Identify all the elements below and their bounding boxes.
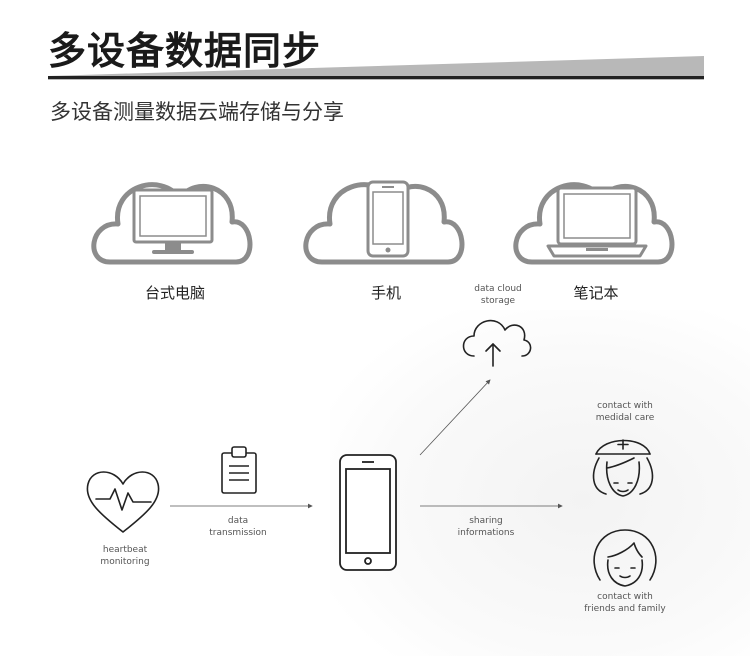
medical-line-2: medidal care <box>595 413 655 423</box>
transmission-label: data transmission <box>193 515 283 539</box>
sharing-line-2: informations <box>457 528 515 538</box>
device-label-desktop: 台式电脑 <box>144 284 205 302</box>
transmission-line-2: transmission <box>209 528 267 538</box>
cloud-upload-icon <box>462 319 532 367</box>
laptop-cloud-icon <box>513 182 675 265</box>
heart-pulse-icon <box>86 471 160 533</box>
laptop-icon <box>546 186 648 258</box>
cloud-storage-label: data cloud storage <box>453 283 543 307</box>
desktop-icon <box>132 188 214 254</box>
sharing-label: sharing informations <box>441 515 531 539</box>
transmission-line-1: data <box>227 516 249 526</box>
family-line-2: friends and family <box>584 604 666 614</box>
device-label-laptop: 笔记本 <box>573 284 619 302</box>
page-subtitle: 多设备测量数据云端存储与分享 <box>50 100 344 124</box>
medical-care-label: contact with medidal care <box>573 400 677 424</box>
phone-cloud-icon <box>303 180 465 265</box>
family-line-1: contact with <box>597 592 653 602</box>
desktop-cloud-icon <box>91 182 253 265</box>
sharing-line-1: sharing <box>469 516 503 526</box>
family-label: contact with friends and family <box>568 591 682 615</box>
page-title: 多设备数据同步 <box>48 29 322 73</box>
woman-face-icon <box>593 529 657 587</box>
clipboard-icon <box>221 446 257 494</box>
heartbeat-line-1: heartbeat <box>102 545 148 555</box>
cloud-storage-line-2: storage <box>480 296 516 306</box>
nurse-face-icon <box>592 439 654 497</box>
heartbeat-label: heartbeat monitoring <box>80 544 170 568</box>
smartphone-icon <box>339 454 397 571</box>
medical-line-1: contact with <box>597 401 653 411</box>
heartbeat-line-2: monitoring <box>100 557 150 567</box>
cloud-storage-line-1: data cloud <box>474 284 522 294</box>
phone-icon <box>366 180 410 258</box>
arrow-cloud <box>419 379 491 456</box>
background-glow <box>330 310 750 656</box>
device-label-phone: 手机 <box>370 284 401 302</box>
title-underline-bar <box>48 56 704 80</box>
